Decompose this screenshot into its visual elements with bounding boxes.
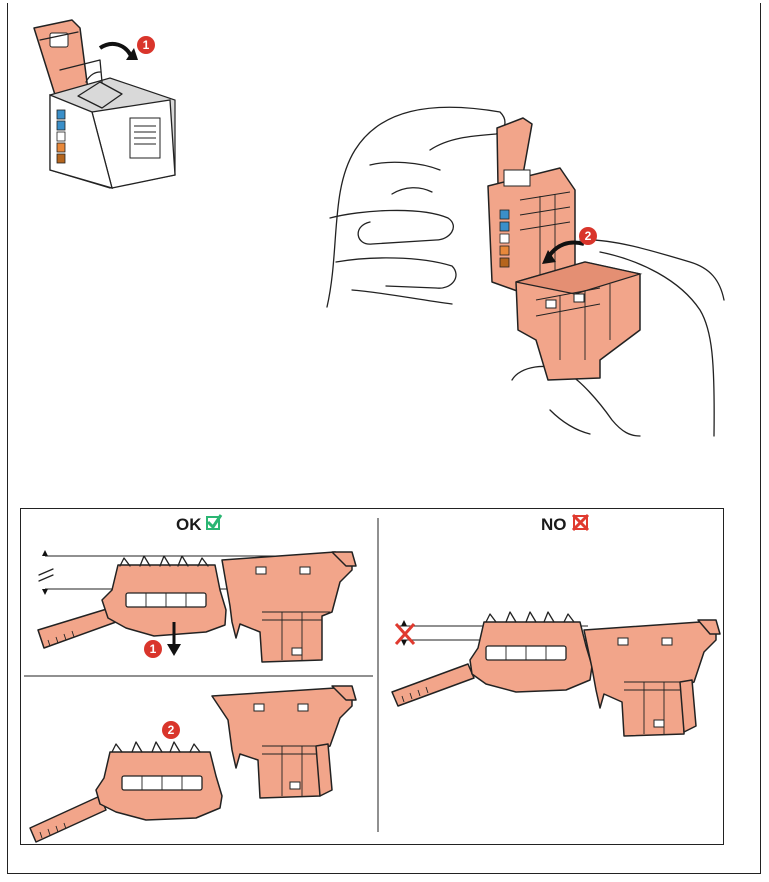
no-heading: NO bbox=[541, 512, 591, 537]
ok-check-icon bbox=[204, 512, 224, 537]
ok-step-result-badge: 2 bbox=[162, 721, 180, 739]
step-1-badge: 1 bbox=[137, 36, 155, 54]
ok-upper-illustration bbox=[37, 550, 357, 663]
down-arrow-icon bbox=[167, 644, 181, 656]
ok-heading: OK bbox=[176, 512, 224, 537]
no-cross-icon bbox=[571, 512, 591, 537]
step-2-badge: 2 bbox=[579, 227, 597, 245]
no-gap-cross-icon bbox=[394, 622, 416, 646]
rotate-arrow-head-icon bbox=[126, 48, 138, 60]
jack-open-lever-illustration bbox=[33, 19, 176, 189]
rotate-arrow-icon bbox=[98, 41, 134, 59]
ok-label: OK bbox=[176, 514, 202, 534]
ok-no-comparison-panel bbox=[20, 508, 724, 845]
ok-step-push-badge: 1 bbox=[144, 640, 162, 658]
no-illustration bbox=[391, 611, 721, 737]
page-frame bbox=[7, 3, 761, 874]
ok-lower-illustration bbox=[29, 685, 357, 843]
hands-assembly-illustration bbox=[326, 106, 725, 437]
no-label: NO bbox=[541, 514, 567, 534]
